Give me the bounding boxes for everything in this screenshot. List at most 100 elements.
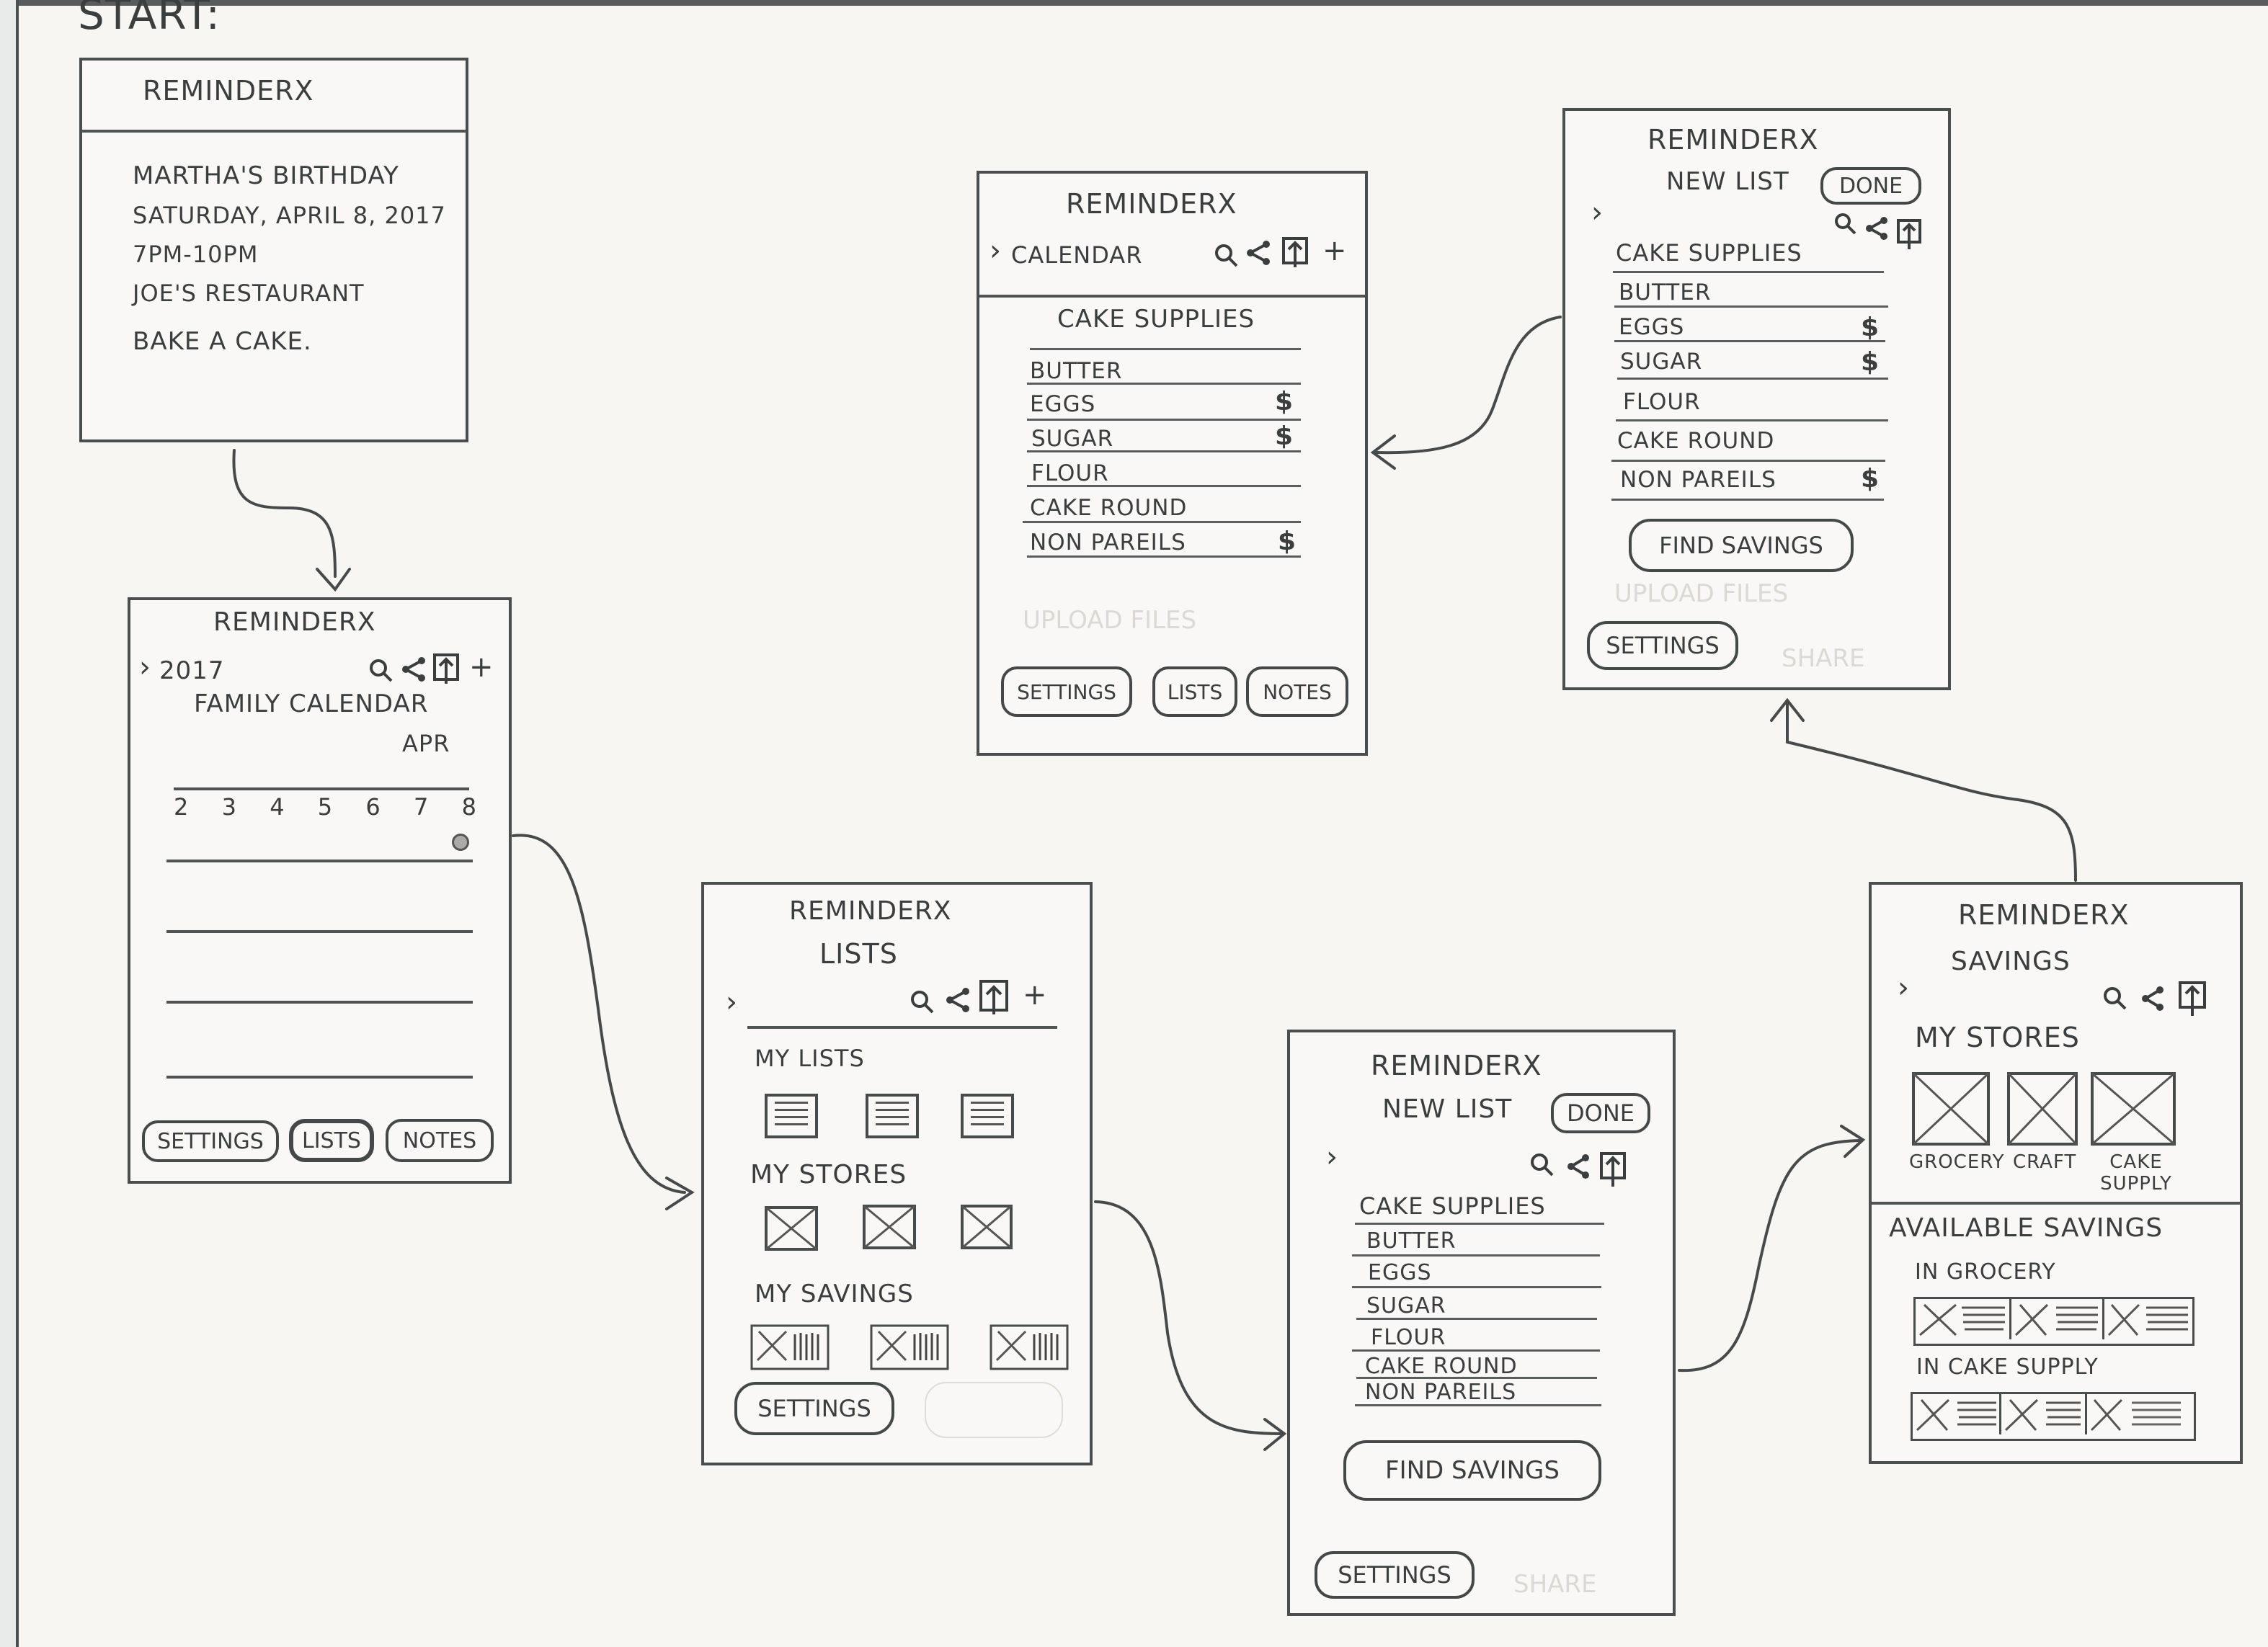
dollar-icon[interactable]: $ (1861, 313, 1880, 342)
find-savings-button[interactable]: FIND SAVINGS (1629, 519, 1854, 572)
list-item[interactable]: FLOUR (1623, 389, 1701, 415)
coupon-icon[interactable] (1913, 1394, 2001, 1434)
upload-icon[interactable] (979, 980, 1008, 1016)
share-icon[interactable] (2141, 986, 2166, 1012)
chevron-right-icon[interactable]: › (726, 986, 737, 1019)
notes-button[interactable]: NOTES (386, 1119, 494, 1162)
upload-icon[interactable] (1282, 237, 1308, 269)
share-icon[interactable] (1865, 216, 1890, 241)
settings-button[interactable]: SETTINGS (1587, 621, 1738, 670)
settings-button[interactable]: SETTINGS (1315, 1551, 1475, 1599)
list-item[interactable]: BUTTER (1619, 280, 1712, 305)
search-icon[interactable] (368, 658, 394, 684)
store-image-icon[interactable] (1912, 1072, 1990, 1146)
list-item[interactable]: SUGAR (1031, 426, 1114, 452)
upload-icon[interactable] (1897, 219, 1921, 252)
list-item[interactable]: SUGAR (1620, 349, 1703, 375)
list-doc-icon[interactable] (765, 1094, 818, 1138)
chevron-right-icon[interactable]: › (990, 234, 1001, 267)
day-cell[interactable]: 7 (413, 793, 429, 821)
day-cell[interactable]: 3 (221, 793, 236, 821)
store-image-icon[interactable] (2091, 1072, 2176, 1146)
store-image-icon[interactable] (765, 1206, 818, 1251)
coupon-icon[interactable] (2001, 1394, 2087, 1434)
notes-button[interactable]: NOTES (1246, 666, 1348, 717)
breadcrumb-year[interactable]: 2017 (159, 656, 225, 685)
share-icon[interactable] (1246, 240, 1272, 266)
upload-icon[interactable] (433, 653, 459, 685)
day-cell[interactable]: 2 (174, 793, 189, 821)
day-cell[interactable]: 6 (365, 793, 381, 821)
store-image-icon[interactable] (863, 1205, 916, 1249)
chevron-right-icon[interactable]: › (1898, 971, 1909, 1004)
store-label[interactable]: CRAFT (2013, 1151, 2077, 1173)
search-icon[interactable] (1529, 1152, 1557, 1179)
day-cell[interactable]: 4 (270, 793, 285, 821)
share-icon[interactable] (1567, 1153, 1591, 1179)
search-icon[interactable] (2102, 986, 2128, 1012)
lists-button[interactable]: LISTS (1152, 666, 1237, 717)
list-item[interactable]: EGGS (1030, 391, 1096, 417)
list-item[interactable]: EGGS (1619, 314, 1685, 340)
list-heading[interactable]: CAKE SUPPLIES (1359, 1192, 1546, 1220)
chevron-right-icon[interactable]: › (1591, 196, 1603, 229)
list-doc-icon[interactable] (961, 1094, 1014, 1138)
list-item[interactable]: EGGS (1368, 1260, 1432, 1285)
dollar-icon[interactable]: $ (1278, 527, 1297, 556)
list-item[interactable]: NON PAREILS (1365, 1380, 1517, 1405)
coupon-icon[interactable] (2087, 1394, 2188, 1434)
search-icon[interactable] (1214, 243, 1240, 269)
coupon-icon[interactable] (870, 1324, 949, 1370)
upload-icon[interactable] (1600, 1152, 1626, 1188)
list-item[interactable]: CAKE ROUND (1365, 1354, 1518, 1379)
breadcrumb-calendar[interactable]: CALENDAR (1011, 241, 1143, 269)
coupon-icon[interactable] (1916, 1299, 2011, 1339)
dollar-icon[interactable]: $ (1275, 387, 1294, 416)
plus-icon[interactable]: + (1322, 234, 1347, 267)
settings-button[interactable]: SETTINGS (142, 1120, 279, 1162)
list-item[interactable]: NON PAREILS (1620, 467, 1776, 493)
list-line (1611, 460, 1885, 462)
settings-button[interactable]: SETTINGS (734, 1382, 894, 1435)
coupon-icon[interactable] (990, 1324, 1069, 1370)
dollar-icon[interactable]: $ (1861, 464, 1880, 494)
day-cell[interactable]: 8 (461, 793, 476, 821)
chevron-right-icon[interactable]: › (1326, 1141, 1338, 1174)
done-button[interactable]: DONE (1820, 167, 1921, 205)
list-doc-icon[interactable] (866, 1094, 919, 1138)
search-icon[interactable] (1833, 212, 1859, 238)
list-heading[interactable]: CAKE SUPPLIES (1616, 239, 1802, 267)
list-item[interactable]: BUTTER (1366, 1228, 1457, 1254)
list-item[interactable]: FLOUR (1031, 460, 1109, 486)
search-icon[interactable] (910, 989, 935, 1015)
list-item[interactable]: BUTTER (1030, 358, 1123, 384)
share-icon[interactable] (401, 656, 427, 682)
store-label[interactable]: CAKE SUPPLY (2100, 1151, 2172, 1195)
list-item[interactable]: SUGAR (1366, 1293, 1446, 1318)
plus-icon[interactable]: + (469, 651, 494, 684)
savings-coupon-row[interactable] (1913, 1297, 2194, 1346)
settings-button[interactable]: SETTINGS (1001, 666, 1132, 717)
day-cell[interactable]: 5 (317, 793, 333, 821)
plus-icon[interactable]: + (1023, 978, 1047, 1012)
list-item[interactable]: CAKE ROUND (1030, 495, 1188, 521)
coupon-icon[interactable] (2011, 1299, 2104, 1339)
store-label[interactable]: GROCERY (1909, 1151, 2005, 1173)
list-item[interactable]: NON PAREILS (1030, 530, 1186, 555)
store-image-icon[interactable] (2007, 1072, 2078, 1146)
chevron-right-icon[interactable]: › (139, 651, 151, 684)
share-icon[interactable] (946, 987, 971, 1013)
event-dot-icon[interactable] (452, 834, 469, 851)
coupon-icon[interactable] (750, 1324, 830, 1370)
coupon-icon[interactable] (2104, 1299, 2192, 1339)
dollar-icon[interactable]: $ (1861, 347, 1880, 377)
list-item[interactable]: FLOUR (1371, 1325, 1446, 1350)
store-image-icon[interactable] (961, 1205, 1013, 1249)
done-button[interactable]: DONE (1551, 1093, 1650, 1133)
find-savings-button[interactable]: FIND SAVINGS (1343, 1440, 1601, 1501)
savings-coupon-row[interactable] (1911, 1392, 2196, 1441)
list-item[interactable]: CAKE ROUND (1617, 428, 1775, 454)
lists-button[interactable]: LISTS (289, 1119, 374, 1162)
dollar-icon[interactable]: $ (1275, 421, 1294, 451)
upload-icon[interactable] (2179, 981, 2206, 1019)
